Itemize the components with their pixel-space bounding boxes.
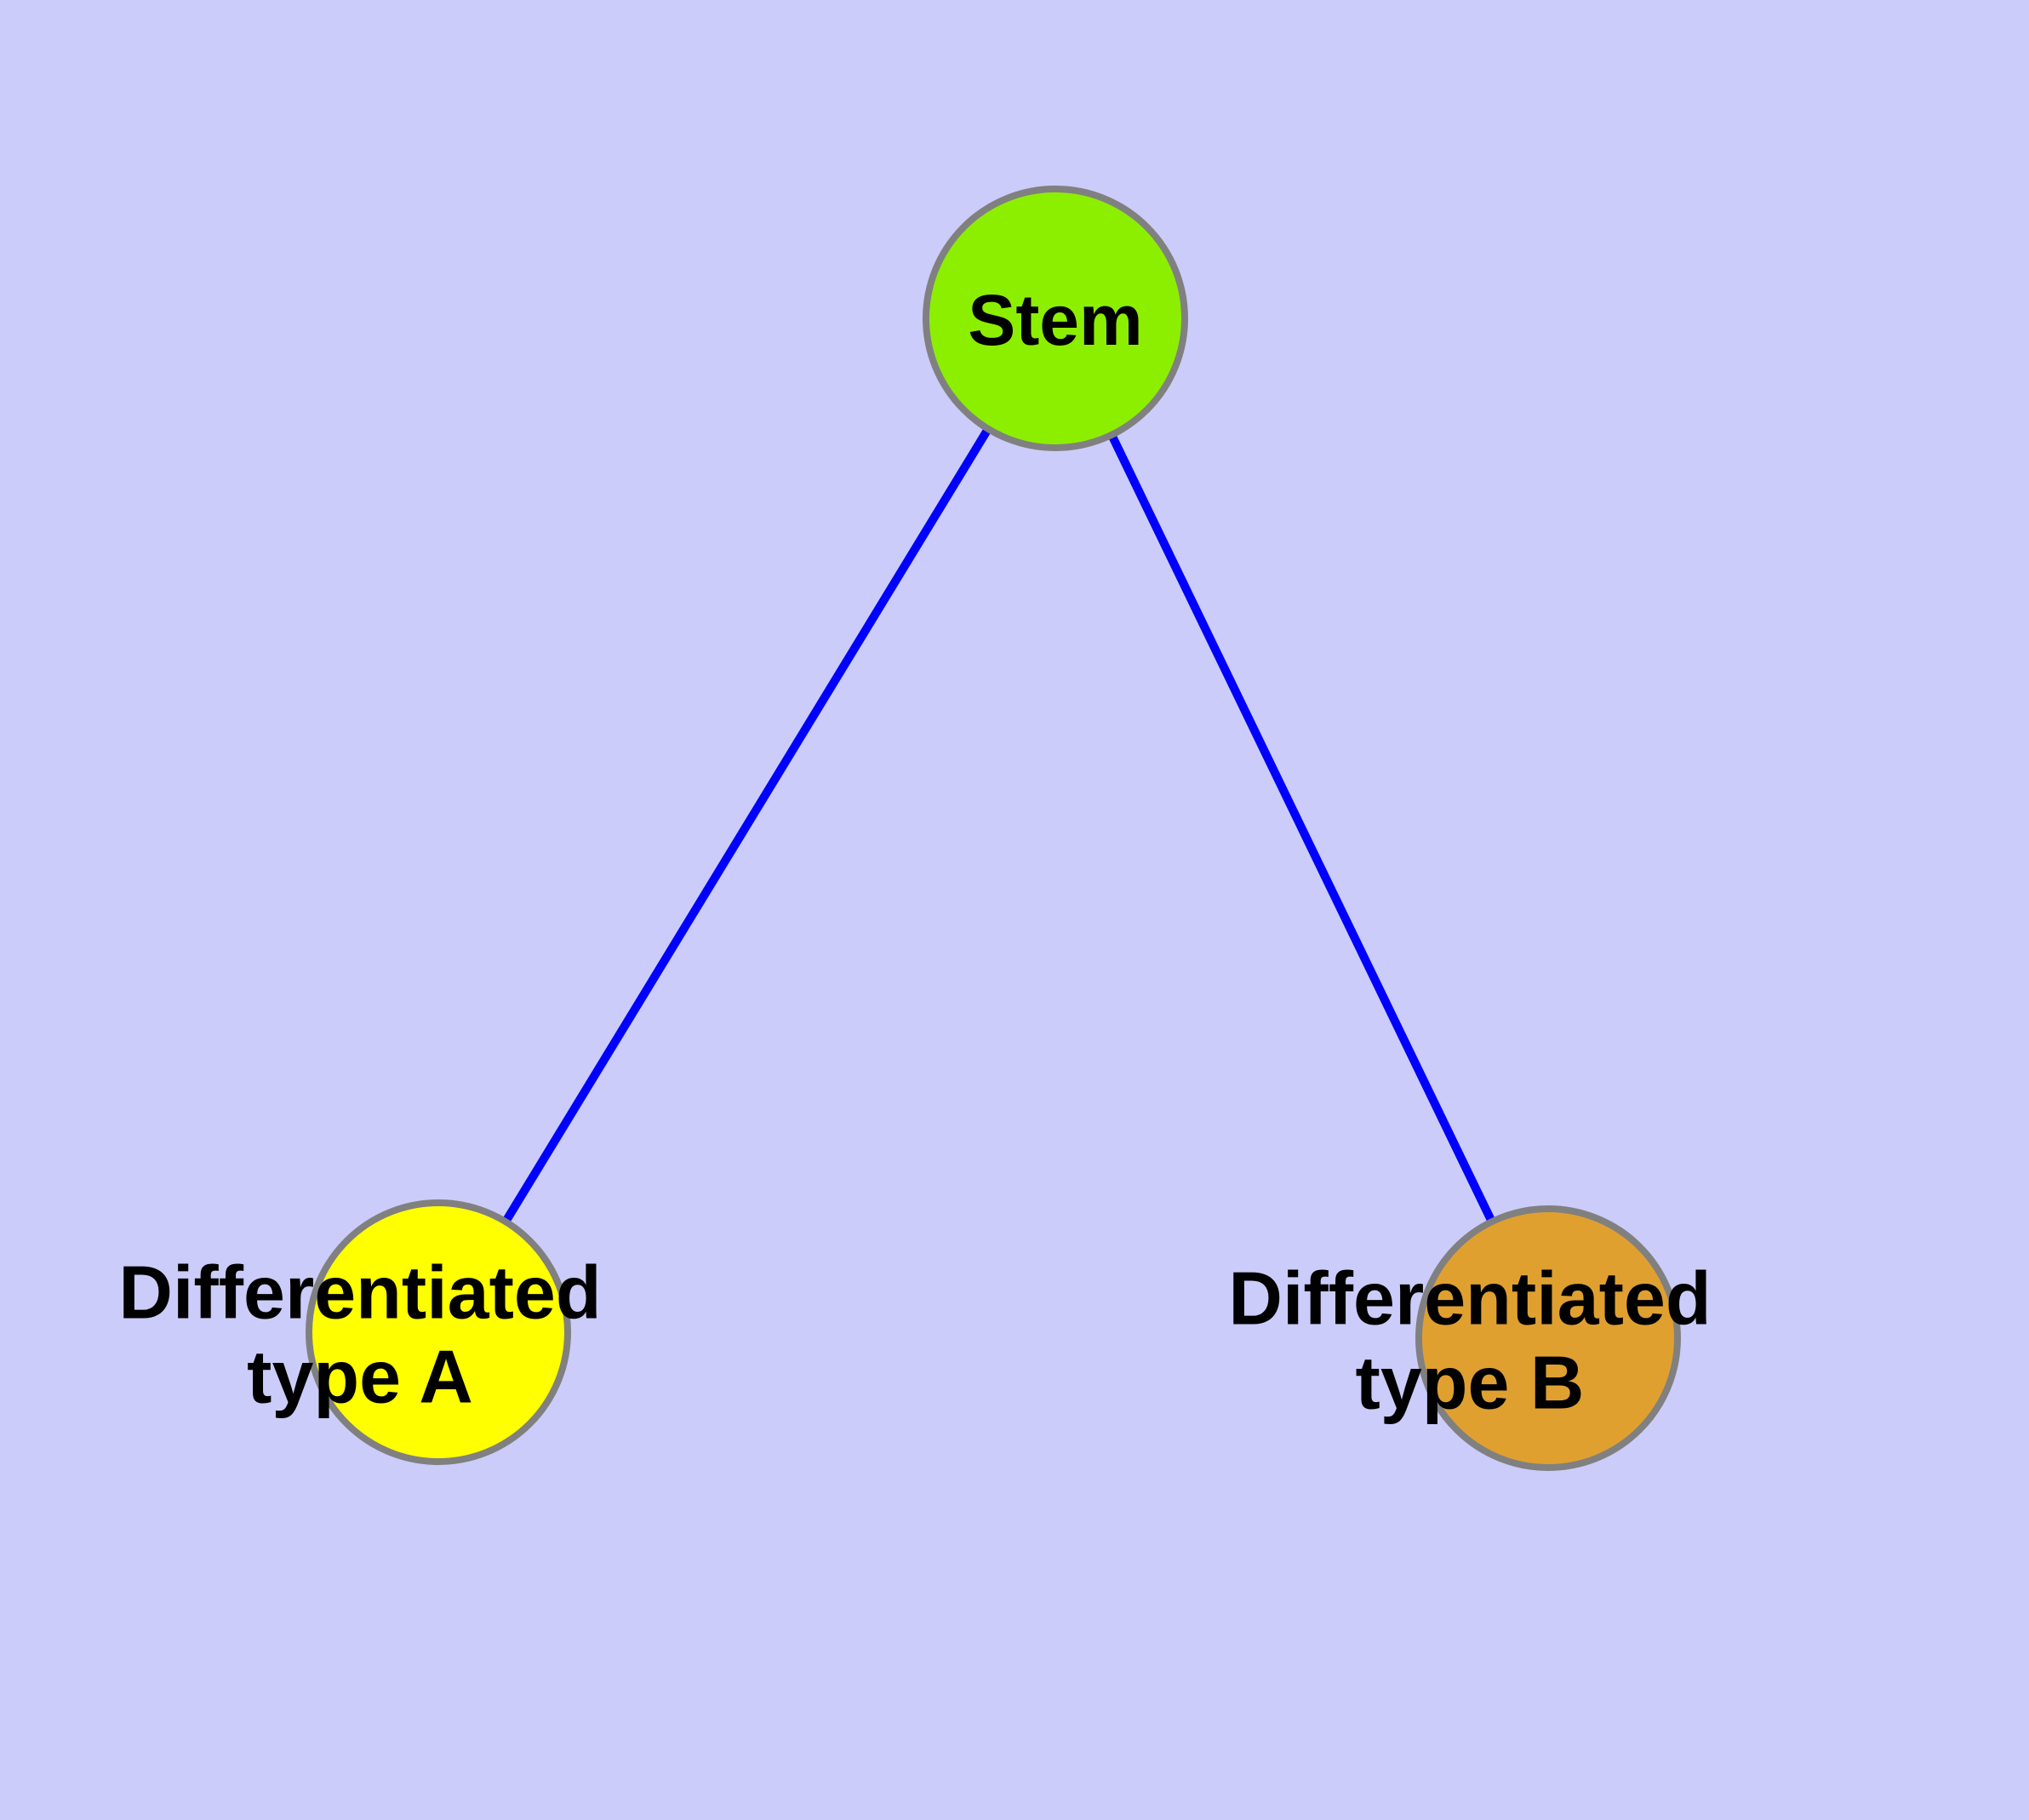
node-differentiated-type-a[interactable] <box>306 1199 571 1465</box>
edge-stem-to-diff-b[interactable] <box>1106 431 1497 1226</box>
node-stem[interactable] <box>923 186 1188 451</box>
edge-stem-to-diff-a[interactable] <box>500 425 993 1226</box>
edge-layer <box>500 425 1497 1226</box>
node-layer <box>306 186 1681 1471</box>
node-differentiated-type-b[interactable] <box>1415 1205 1681 1471</box>
